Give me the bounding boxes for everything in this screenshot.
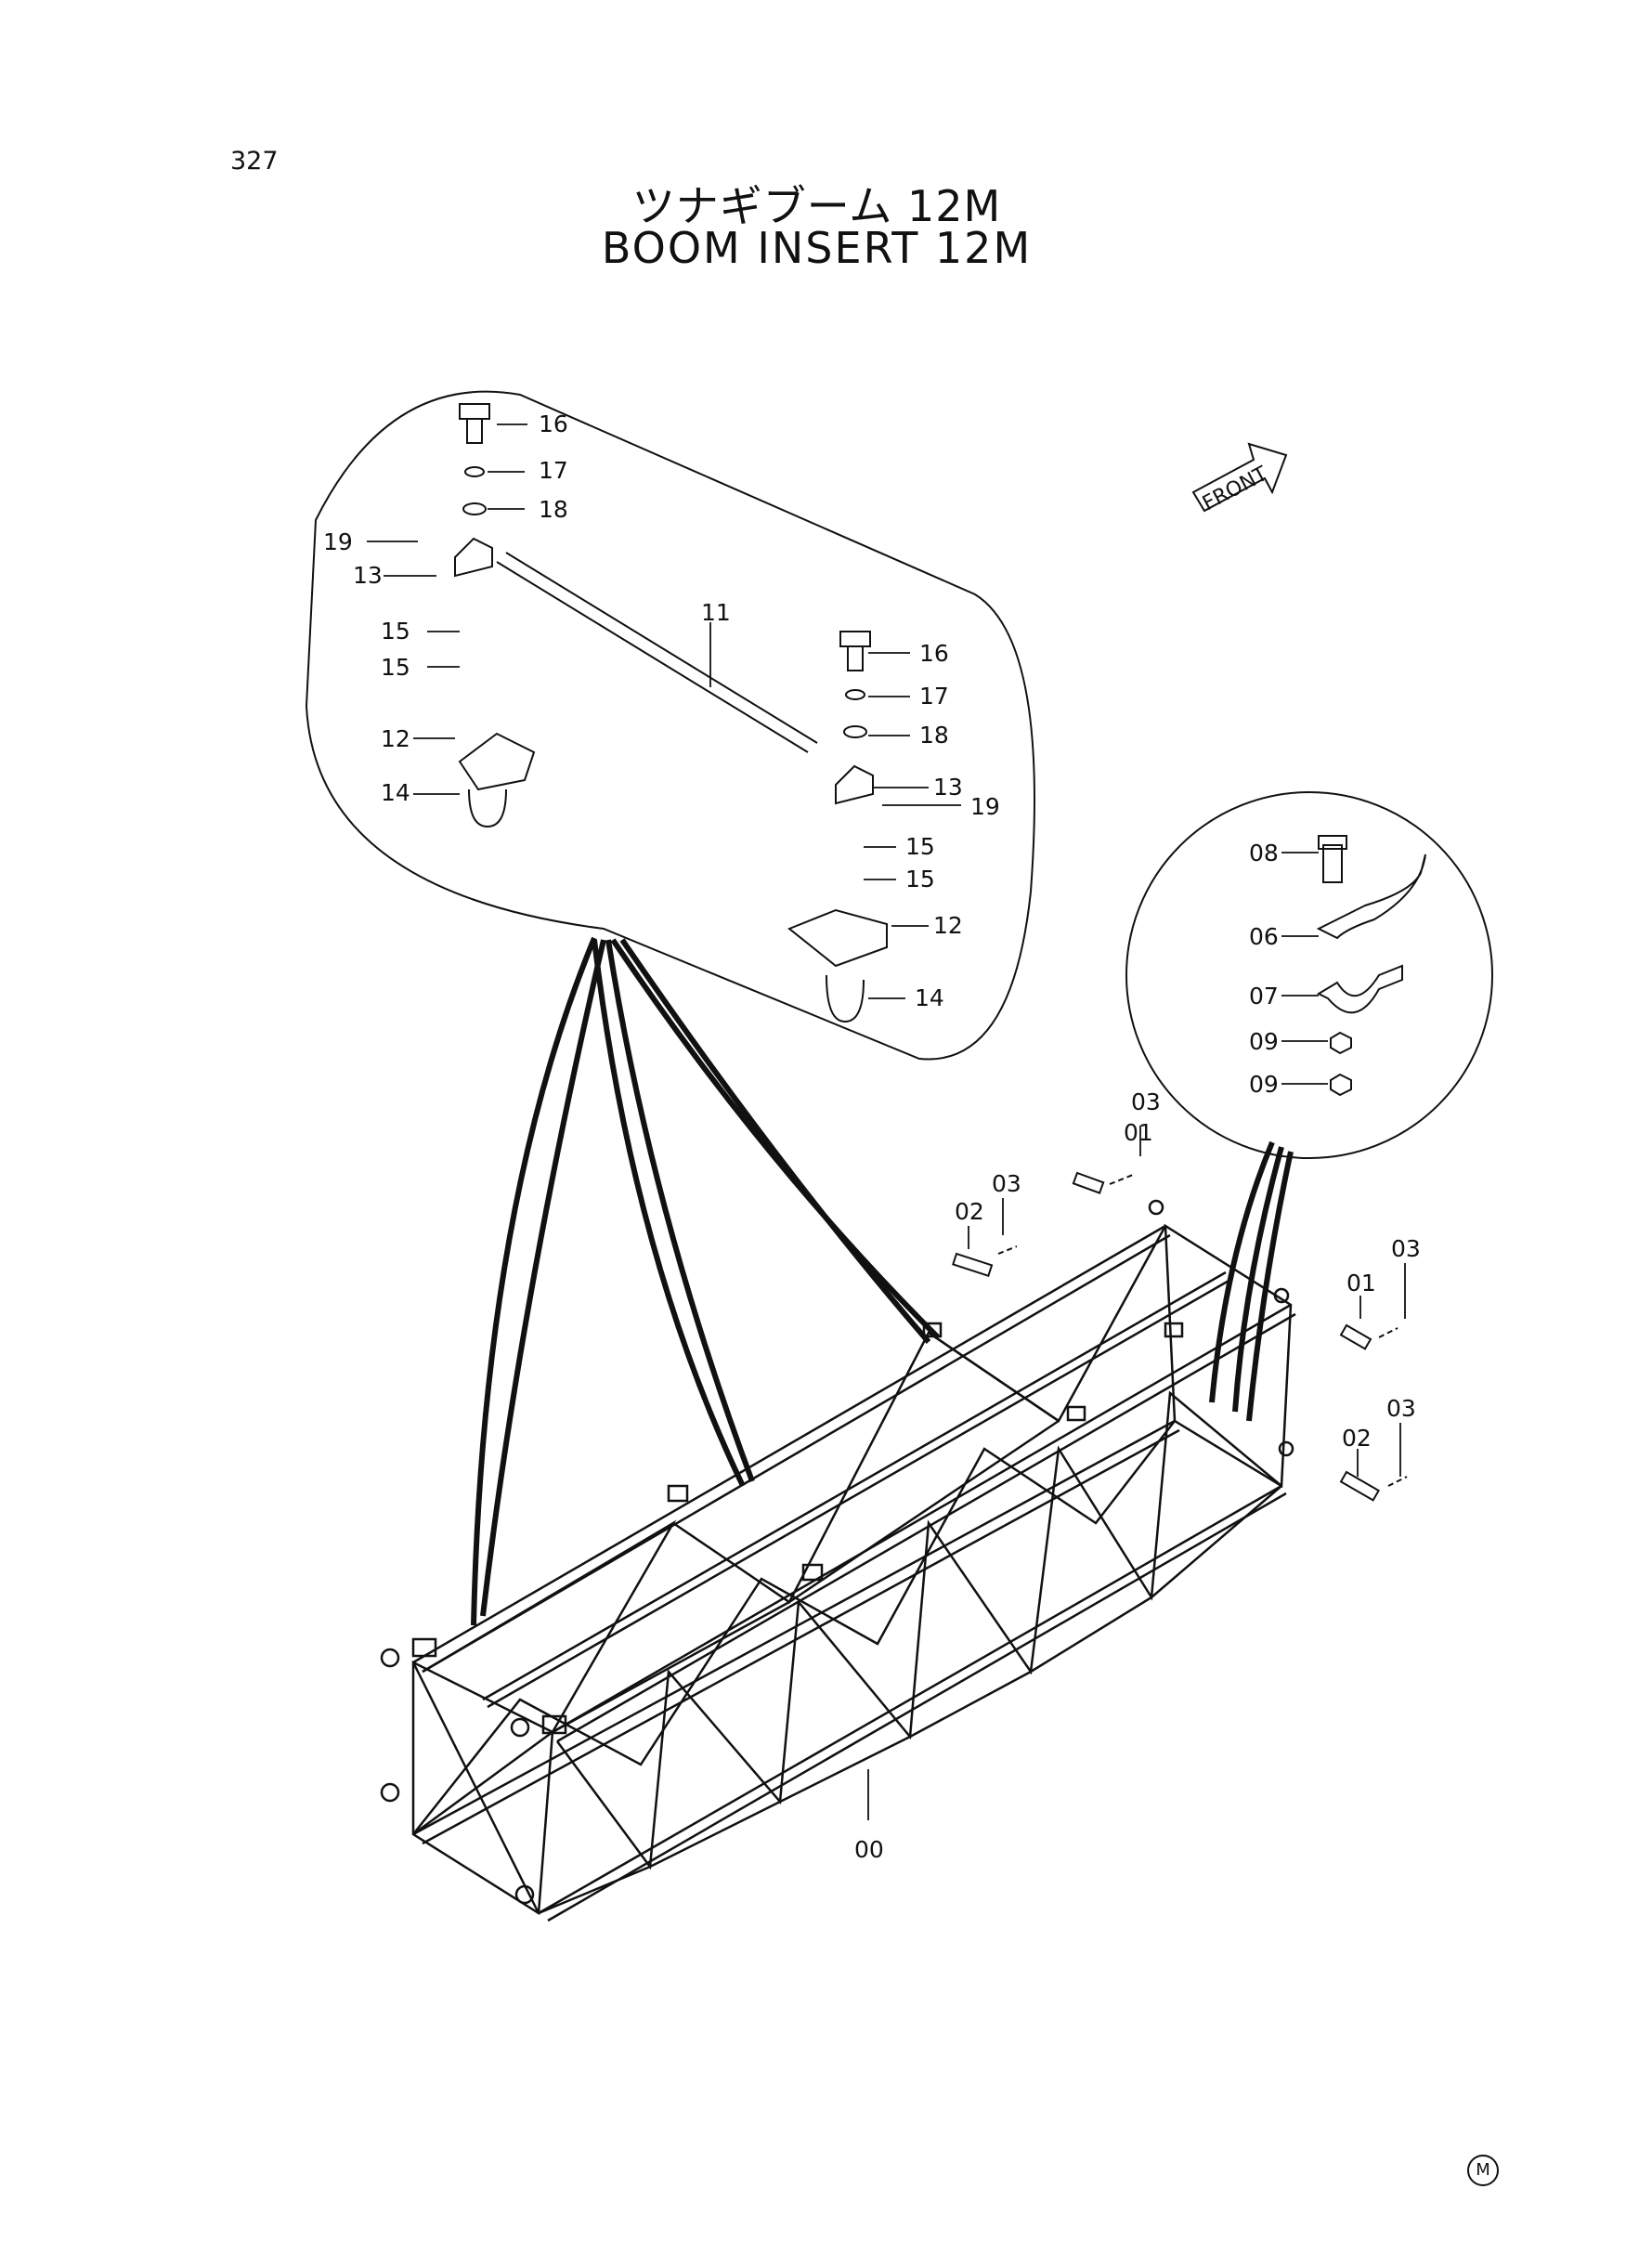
label-01-top: 01: [1124, 1119, 1153, 1146]
label-13-right: 13: [933, 774, 963, 801]
label-11: 11: [701, 599, 731, 626]
detail-callout-small: [1125, 791, 1493, 1159]
label-19-left: 19: [323, 528, 353, 555]
label-03-right: 03: [1391, 1235, 1421, 1262]
label-06: 06: [1249, 923, 1279, 950]
label-03-top: 03: [1131, 1088, 1161, 1115]
corner-mark: M: [1467, 2155, 1499, 2186]
label-12-left: 12: [381, 725, 410, 752]
part-labels: 16 17 18 19 13 15 15 12 14 11 16 17 18 1…: [323, 410, 1421, 1863]
label-leaders: [367, 423, 1406, 1820]
label-18-right: 18: [919, 722, 949, 749]
title-english: BOOM INSERT 12M: [601, 223, 1033, 273]
label-15-right-b: 15: [905, 866, 935, 892]
label-15-left-a: 15: [381, 618, 410, 645]
title-japanese: ツナギブーム 12M: [631, 181, 1002, 231]
label-08: 08: [1249, 840, 1279, 866]
label-18-left: 18: [539, 496, 568, 523]
label-17-right: 17: [919, 683, 949, 710]
label-17-left: 17: [539, 457, 568, 484]
label-03-right2: 03: [1386, 1395, 1416, 1422]
label-02-right: 02: [1342, 1425, 1372, 1452]
label-07: 07: [1249, 983, 1279, 1010]
label-12-right: 12: [933, 912, 963, 939]
label-01-right: 01: [1346, 1270, 1376, 1296]
label-15-left-b: 15: [381, 654, 410, 681]
label-14-right: 14: [915, 984, 944, 1011]
label-16-right: 16: [919, 640, 949, 667]
label-15-right-a: 15: [905, 833, 935, 860]
detail-callout-large: [305, 390, 1035, 1061]
page-number: 327: [230, 147, 279, 176]
front-arrow: [1191, 442, 1288, 513]
label-00: 00: [854, 1836, 884, 1863]
label-14-left: 14: [381, 779, 410, 806]
leader-bands-small: [1209, 1140, 1294, 1422]
label-16-left: 16: [539, 410, 568, 437]
label-13-left: 13: [353, 562, 383, 589]
small-callout-parts: [1316, 835, 1426, 1097]
label-02-top: 02: [955, 1198, 984, 1225]
label-09-a: 09: [1249, 1028, 1279, 1055]
label-03-top2: 03: [992, 1170, 1021, 1197]
leader-bands-large: [471, 936, 941, 1626]
label-09-b: 09: [1249, 1071, 1279, 1098]
boom-insert-frame: [380, 1199, 1296, 1922]
label-19-right: 19: [970, 793, 1000, 820]
connecting-pins: [952, 1171, 1408, 1502]
large-callout-parts: [454, 403, 888, 1023]
